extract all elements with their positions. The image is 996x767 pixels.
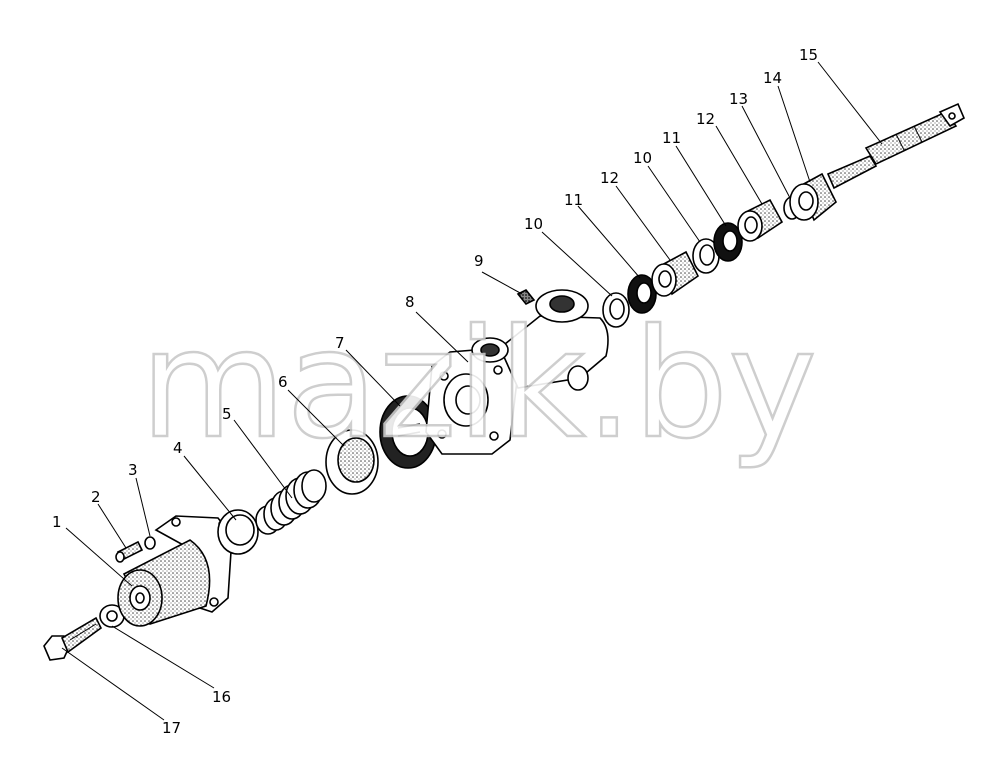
part-plunger-rod: [826, 102, 966, 190]
part-ring-10a: [602, 292, 630, 328]
callout-labels: 1 2 3 4 5 6 7 8 9 10 11 12 10 11 12 13 1…: [52, 46, 818, 737]
callout-13: 13: [729, 90, 748, 108]
part-bushing-12a: [651, 250, 700, 297]
callout-11a: 11: [564, 191, 583, 209]
part-diaphragm: [379, 395, 437, 469]
callout-10b: 10: [633, 149, 652, 167]
callout-1: 1: [52, 513, 62, 531]
callout-8: 8: [405, 293, 415, 311]
part-bearing-11a: [627, 274, 657, 314]
watermark: mazik.by: [140, 298, 817, 472]
part-nut: [99, 604, 125, 628]
callout-6: 6: [278, 373, 288, 391]
callout-2: 2: [91, 488, 101, 506]
leader-lines: [61, 61, 883, 721]
callout-5: 5: [222, 405, 232, 423]
part-bushing-12b: [737, 198, 784, 242]
part-ring-10b: [692, 238, 720, 274]
part-valve-body: [425, 289, 609, 455]
part-bearing-11b: [713, 222, 743, 262]
part-seal-ring: [325, 429, 379, 495]
part-small-washer: [144, 536, 156, 550]
callout-12b: 12: [696, 110, 715, 128]
part-screw: [115, 540, 144, 563]
callout-17: 17: [162, 719, 181, 737]
callout-4: 4: [173, 439, 183, 457]
callout-9: 9: [474, 252, 484, 270]
part-spring: [255, 469, 327, 535]
callout-3: 3: [128, 461, 138, 479]
callout-10a: 10: [524, 215, 543, 233]
callout-12a: 12: [600, 169, 619, 187]
callout-16: 16: [212, 688, 231, 706]
part-cover-housing: [117, 515, 233, 627]
callout-15: 15: [799, 46, 818, 64]
part-threaded-plug: [789, 172, 838, 222]
part-bolt: [43, 616, 103, 661]
callout-14: 14: [763, 69, 782, 87]
part-washer: [217, 509, 259, 555]
callout-11b: 11: [662, 129, 681, 147]
callout-7: 7: [335, 334, 345, 352]
